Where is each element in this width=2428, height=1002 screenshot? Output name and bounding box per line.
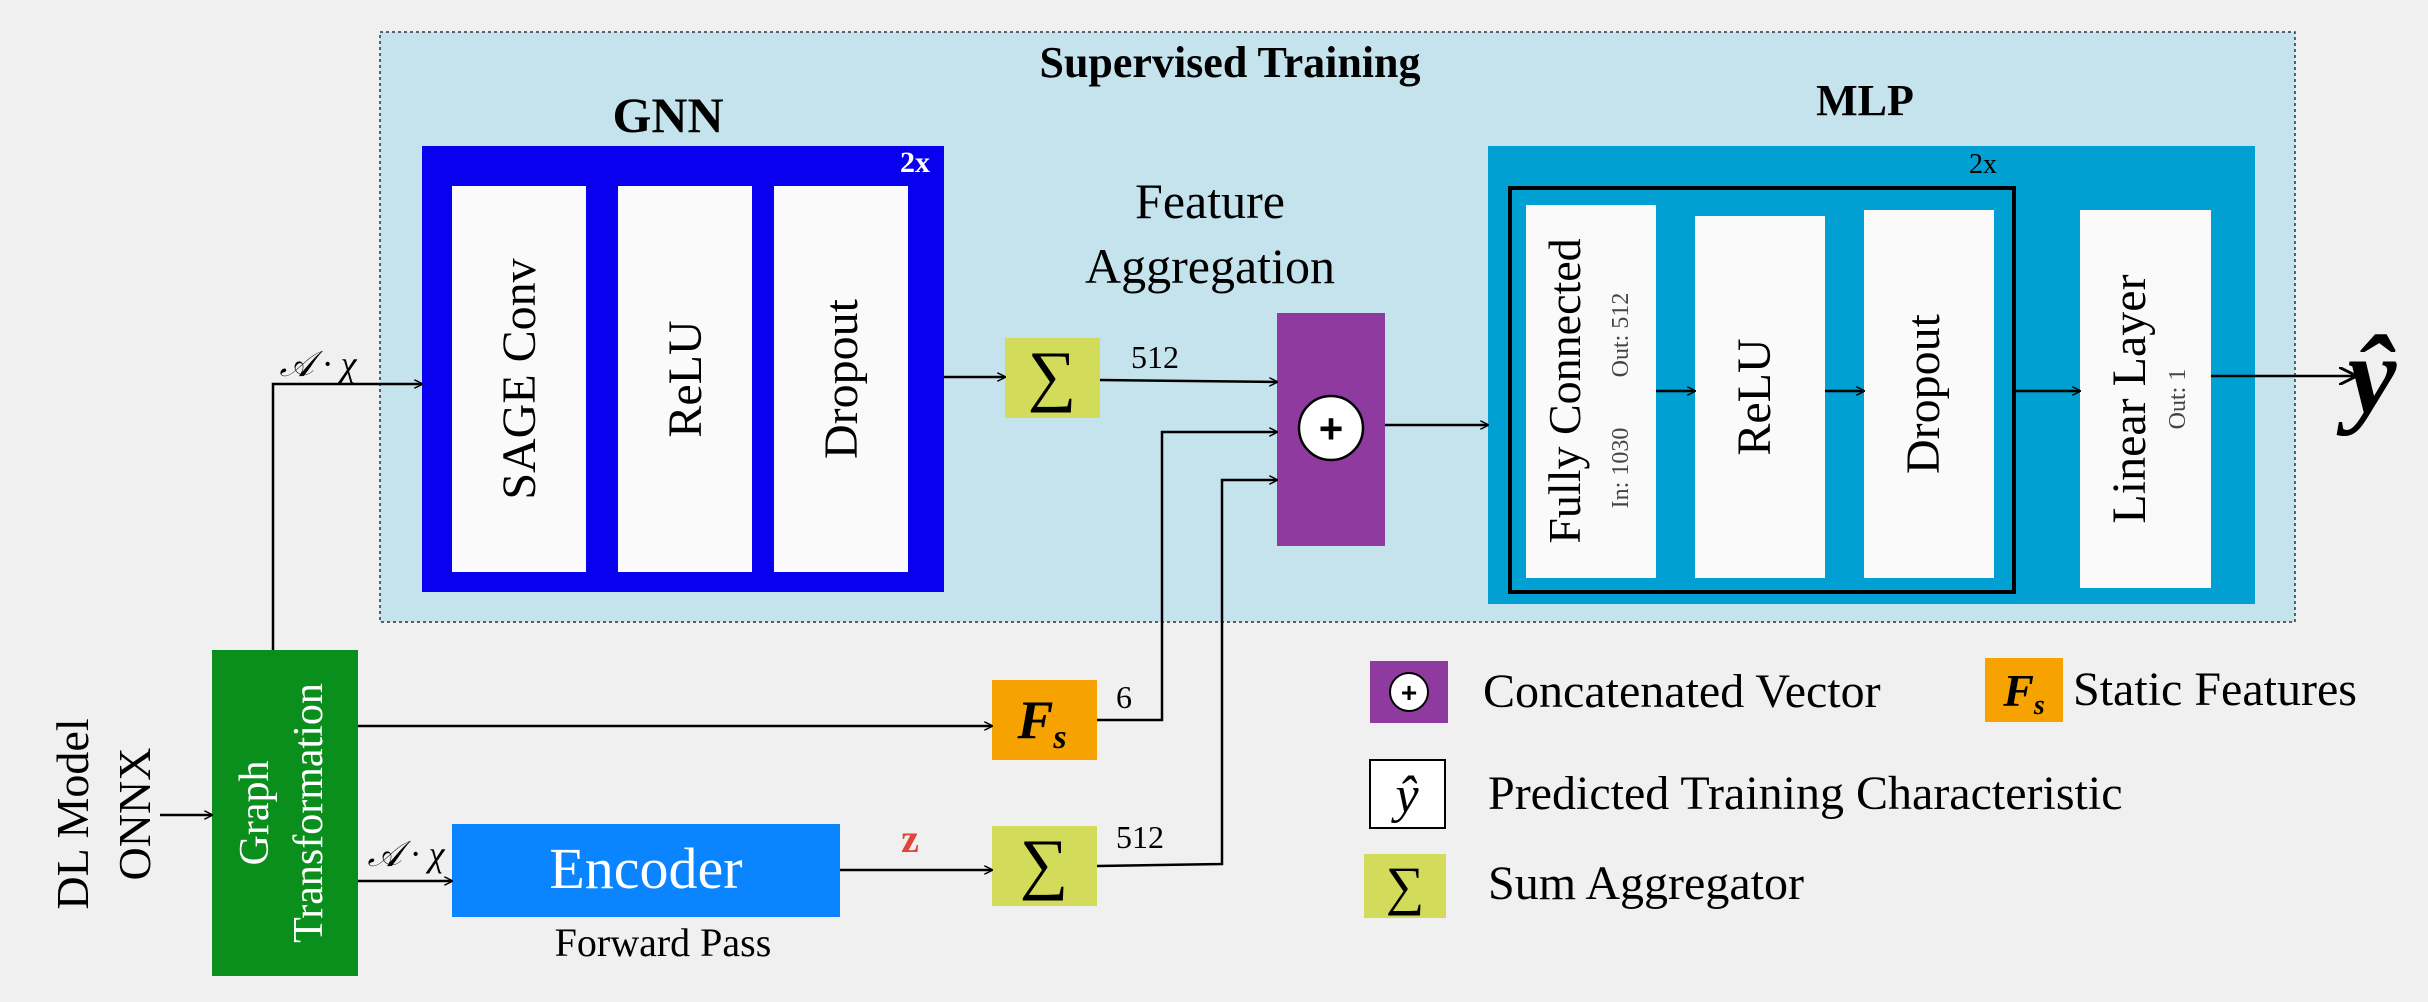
gnn-relu-label: ReLU — [659, 320, 712, 437]
legend-concat-plus-icon: + — [1401, 677, 1417, 708]
gnn-dim-label: 512 — [1131, 339, 1179, 375]
legend-sum-swatch — [1364, 854, 1446, 918]
legend: + Concatenated Vector Fs Static Features… — [1364, 658, 2357, 918]
input-label-onnx: ONNX — [109, 748, 160, 881]
legend-static-symbol: Fs — [2002, 665, 2045, 721]
concat-plus-circle — [1297, 394, 1365, 462]
linear-layer-out: Out: 1 — [2165, 369, 2191, 430]
gnn-dropout-label: Dropout — [815, 298, 868, 459]
encoder-label: Encoder — [549, 836, 742, 901]
legend-concat-plus-circle — [1389, 672, 1429, 712]
graph-edge-label-bottom: 𝒜 · χ — [368, 834, 446, 874]
arrow-encsum-to-concat — [1096, 480, 1277, 868]
encoder-sum-aggregator — [992, 826, 1097, 906]
mlp-dropout-layer — [1864, 210, 1994, 578]
static-features-box — [992, 680, 1097, 760]
fs-main: F — [1016, 690, 1053, 750]
input-label-dl-model: DL Model — [47, 718, 98, 909]
legend-static-swatch — [1985, 658, 2063, 722]
mlp-relu-layer — [1695, 216, 1825, 578]
fully-connected-layer — [1526, 205, 1656, 578]
gnn-repeat-label: 2x — [900, 146, 930, 179]
mlp-relu-label: ReLU — [1728, 338, 1781, 455]
mlp-dropout-label: Dropout — [1897, 313, 1950, 474]
arrow-graph-to-gnn — [271, 384, 422, 650]
supervised-training-title: Supervised Training — [1039, 38, 1420, 87]
fully-connected-out: Out: 512 — [1608, 293, 1634, 378]
legend-predicted-swatch — [1369, 759, 1446, 829]
legend-fs-sub: s — [2033, 690, 2045, 721]
graph-transformation-block — [212, 650, 358, 976]
concat-plus-icon: + — [1319, 405, 1344, 452]
feature-aggregation-title-1: Feature — [1135, 173, 1285, 229]
legend-concat-label: Concatenated Vector — [1483, 665, 1881, 718]
gnn-sum-aggregator — [1005, 338, 1100, 418]
legend-fs-main: F — [2002, 665, 2034, 716]
graph-transformation-label-2: Transformation — [286, 683, 332, 943]
fs-sub: s — [1052, 719, 1066, 756]
gnn-title: GNN — [612, 87, 723, 143]
mlp-repeat-label: 2x — [1969, 149, 1997, 180]
linear-layer-label: Linear Layer — [2103, 274, 2156, 523]
feature-aggregation-title-2: Aggregation — [1085, 238, 1335, 294]
graph-edge-label-top: 𝒜 · χ — [280, 344, 358, 384]
linear-layer — [2080, 210, 2211, 588]
legend-predicted-symbol: ŷ — [1390, 767, 1419, 824]
arrow-sum-to-concat — [1099, 380, 1277, 382]
encoder-dim-label: 512 — [1116, 819, 1164, 855]
fully-connected-in: In: 1030 — [1608, 428, 1634, 509]
legend-predicted-label: Predicted Training Characteristic — [1488, 767, 2123, 820]
encoder-block — [452, 824, 840, 917]
encoder-caption: Forward Pass — [555, 920, 772, 965]
static-features-symbol: Fs — [1016, 690, 1066, 756]
connectors — [160, 376, 2355, 881]
gnn-sum-symbol: ∑ — [1028, 337, 1076, 413]
legend-sum-symbol: ∑ — [1386, 856, 1425, 916]
sage-conv-layer — [452, 186, 586, 572]
legend-static-label: Static Features — [2073, 663, 2357, 716]
arrow-static-to-concat — [1097, 432, 1277, 722]
gnn-dropout-layer — [774, 186, 908, 572]
sage-conv-label: SAGE Conv — [493, 258, 546, 499]
graph-transformation-label-1: Graph — [232, 761, 278, 866]
gnn-relu-layer — [618, 186, 752, 572]
mlp-title: MLP — [1816, 76, 1914, 125]
legend-sum-label: Sum Aggregator — [1488, 857, 1804, 910]
static-dim-label: 6 — [1116, 679, 1132, 715]
encoder-sum-symbol: ∑ — [1020, 825, 1068, 901]
fully-connected-label: Fully Connected — [1539, 238, 1590, 543]
encoder-z-label: z — [901, 816, 919, 861]
